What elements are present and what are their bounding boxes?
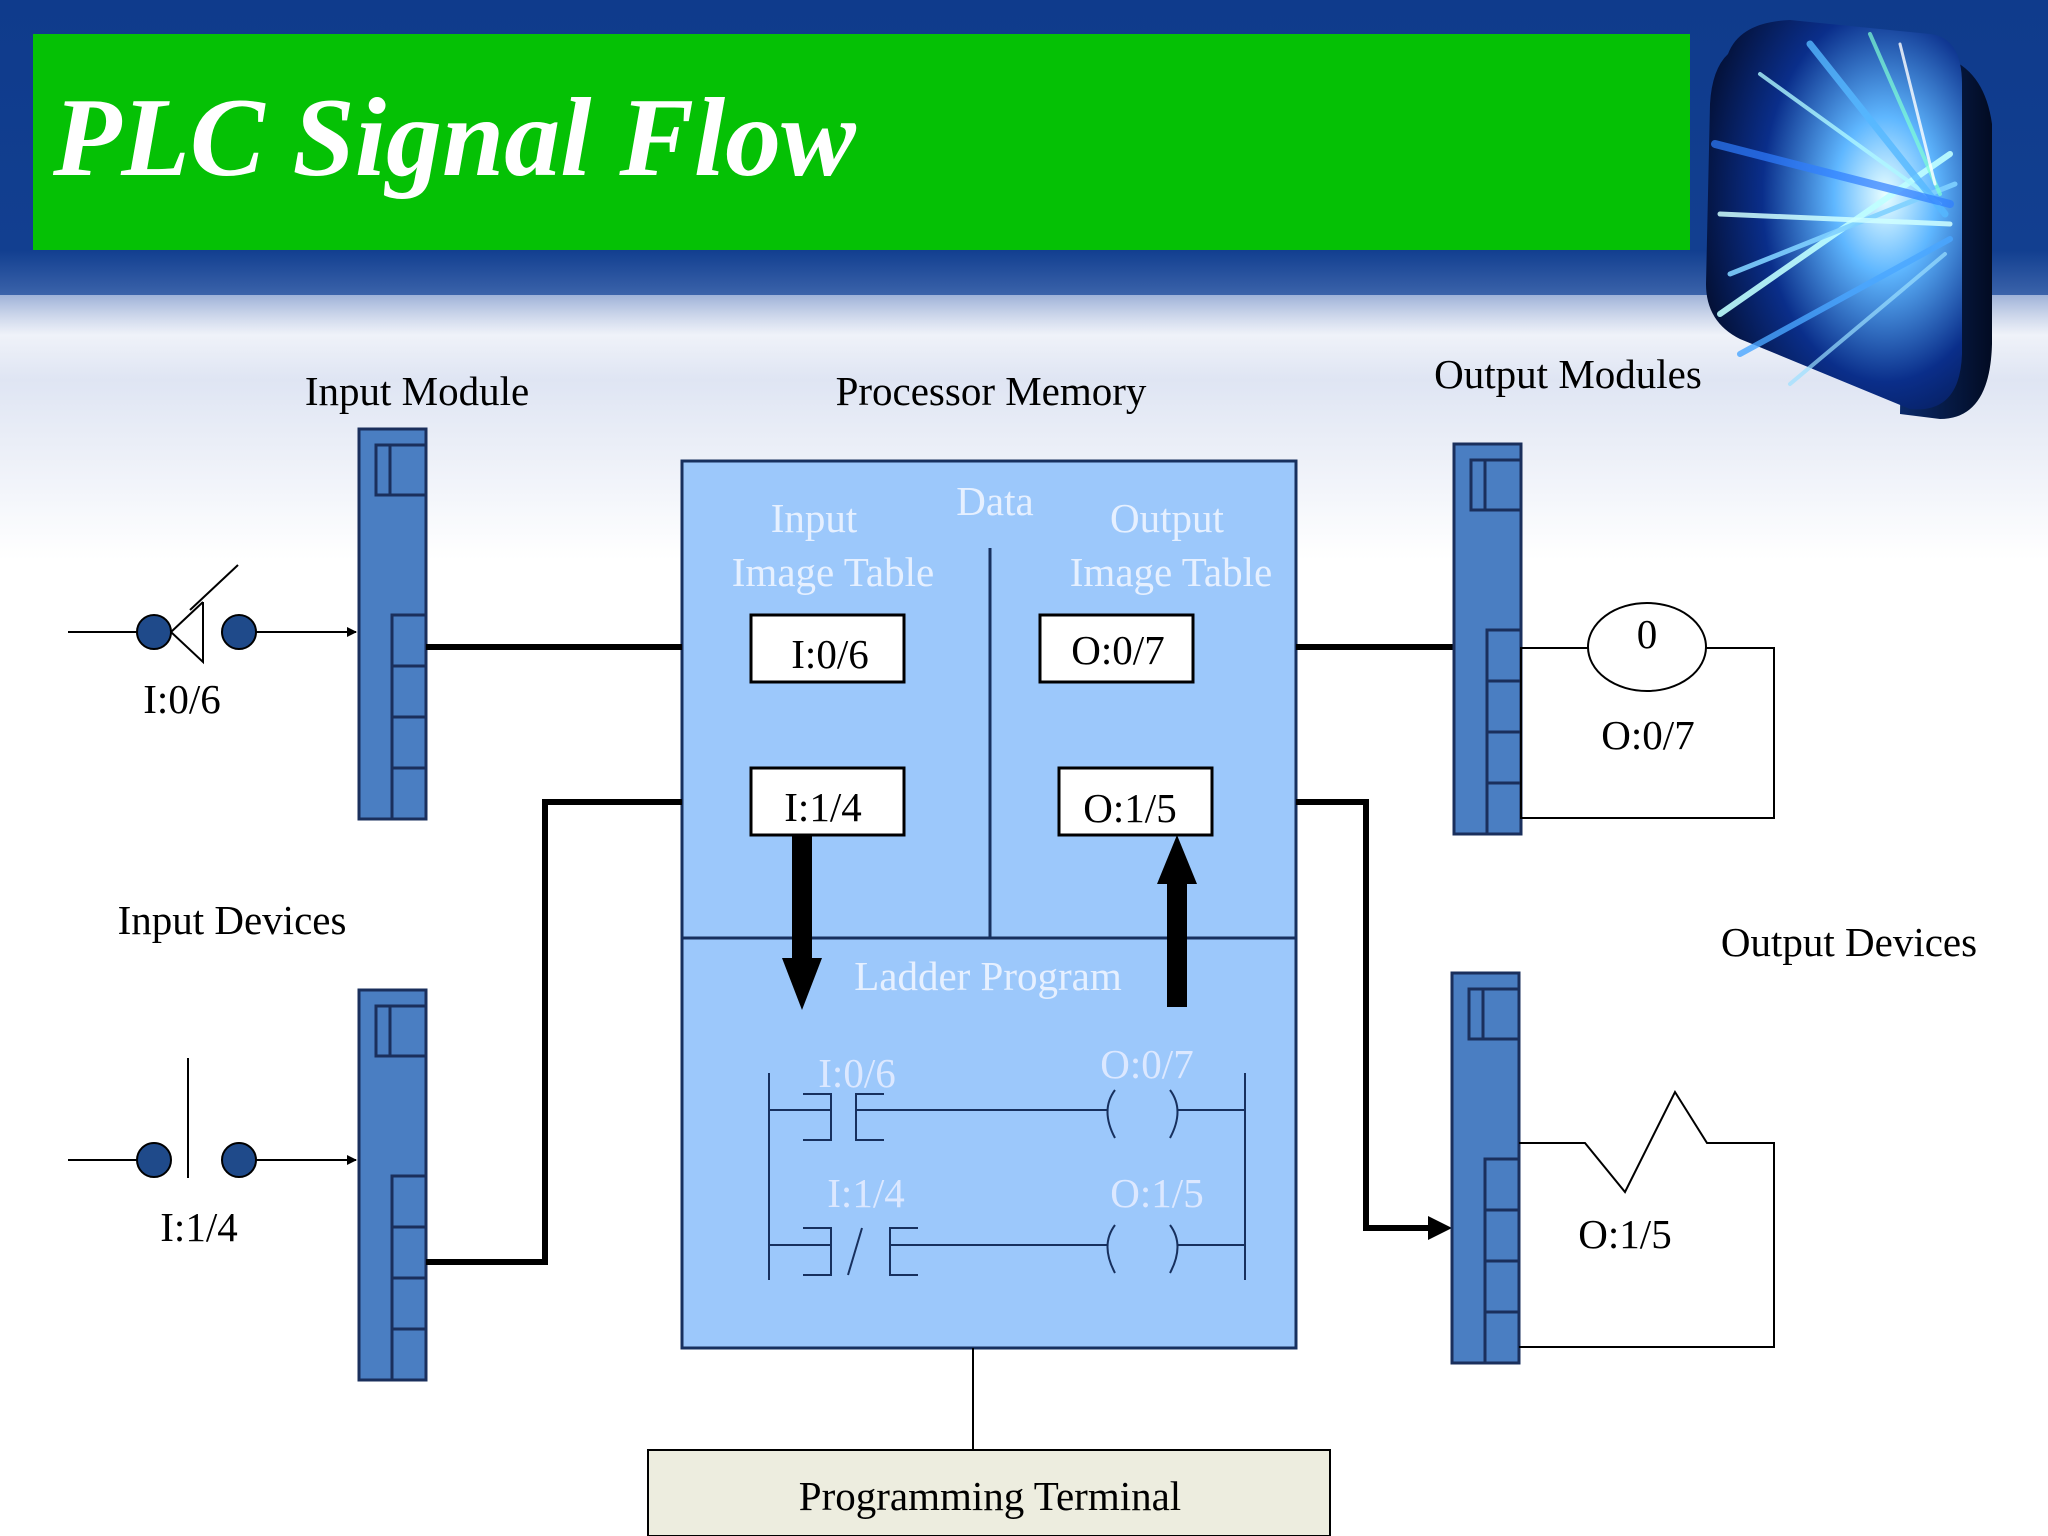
signal-lines [426,644,1458,1265]
input-module-bottom [357,988,428,1382]
input-switch-normally-open [68,1058,357,1178]
scan-arrow-up [1157,835,1197,1007]
programming-terminal-label: Programming Terminal [799,1473,1181,1519]
output-heater-label: O:1/5 [1578,1211,1671,1257]
svg-text:I:0/6: I:0/6 [791,631,868,677]
input-switch-1-label: I:0/6 [143,676,220,722]
input-module-label: Input Module [305,368,529,414]
ladder-rung2-contact-label: I:1/4 [827,1170,904,1216]
title-bar: PLC Signal Flow [33,34,1690,250]
output-image-table-label-line1: Output [1110,495,1225,541]
svg-text:O:1/5: O:1/5 [1083,785,1176,831]
arrow-to-output-module-2 [1428,1216,1452,1240]
processor-memory-box [680,459,1298,1350]
slide-title: PLC Signal Flow [53,76,856,200]
input-image-table-label-line1: Input [771,495,858,541]
data-label: Data [956,478,1033,524]
scan-arrow-down [782,835,822,1010]
output-table-cell-1: O:0/7 [1038,613,1195,684]
svg-text:O:0/7: O:0/7 [1071,627,1164,673]
ladder-program-label: Ladder Program [854,953,1122,999]
output-table-cell-2: O:1/5 [1057,766,1214,837]
output-lamp-circuit [1520,602,1775,819]
input-module-top [357,427,428,821]
ladder-rung1-contact-label: I:0/6 [818,1050,895,1096]
programming-terminal: Programming Terminal [647,1449,1331,1536]
svg-text:I:1/4: I:1/4 [784,784,861,830]
input-devices-label: Input Devices [118,897,347,943]
output-module-bottom [1450,971,1521,1365]
output-modules-label: Output Modules [1434,351,1702,397]
output-heater-circuit [1519,1089,1775,1348]
input-table-cell-2: I:1/4 [749,766,906,837]
ladder-rung1-coil-label: O:0/7 [1100,1041,1193,1087]
input-switch-2-label: I:1/4 [160,1204,237,1250]
input-switch-normally-closed [68,564,357,665]
output-lamp-label: O:0/7 [1601,712,1694,758]
ladder-rung-1 [769,1089,1245,1141]
input-table-cell-1: I:0/6 [749,613,906,684]
ladder-rung2-coil-label: O:1/5 [1110,1170,1203,1216]
header-shadow [0,295,2048,335]
processor-memory-label: Processor Memory [836,368,1147,414]
output-module-top [1452,442,1523,836]
input-image-table-label-line2: Image Table [732,549,934,595]
light-streak-cube-icon [1706,20,1992,419]
output-image-table-label-line2: Image Table [1070,549,1272,595]
output-devices-label: Output Devices [1721,919,1977,965]
ladder-rung-2 [769,1224,1245,1276]
lamp-icon: 0 [1637,611,1658,657]
